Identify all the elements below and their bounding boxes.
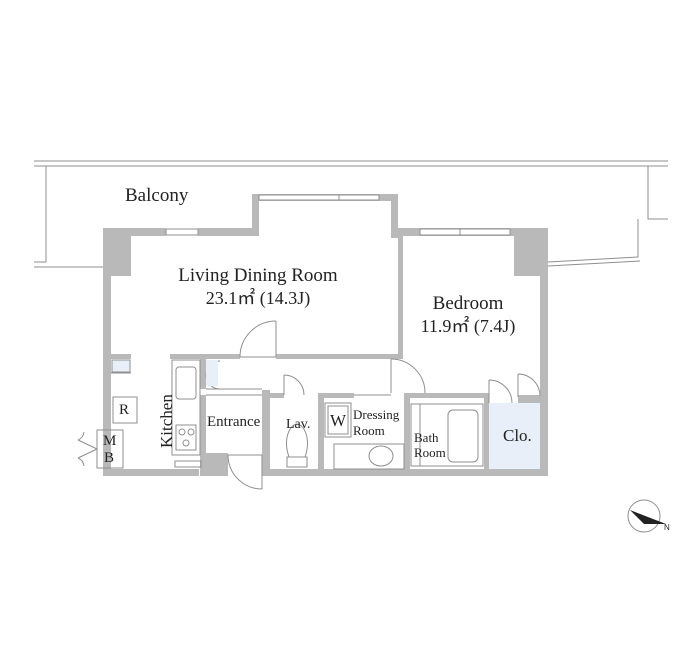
kitchen-label: Kitchen: [157, 394, 176, 448]
toilet: [286, 423, 308, 468]
washer-label: W: [330, 411, 347, 430]
bedroom-label: Bedroom: [432, 293, 504, 314]
kitchen-counter: [111, 359, 218, 468]
fridge-label: R: [119, 402, 130, 418]
bath-room-label-line1: Bath: [414, 430, 439, 445]
closet-label: Clo.: [503, 426, 532, 445]
bath-room-label-line2: Room: [414, 445, 446, 460]
bedroom-area: 11.9㎡ (7.4J): [420, 316, 516, 336]
fridge-box: [112, 396, 138, 424]
svg-text:N: N: [664, 523, 670, 532]
balcony-outline: [34, 160, 668, 268]
living-dining-room-label: Living Dining Room: [178, 265, 338, 286]
entrance-label: Entrance: [207, 414, 261, 430]
windows: [165, 194, 511, 236]
closet-area: [489, 403, 540, 469]
balcony-label: Balcony: [125, 185, 189, 206]
washing-machine: [324, 402, 352, 438]
bathtub: [410, 403, 484, 467]
dressing-room-label-line1: Dressing: [353, 407, 400, 422]
mb-closet: [77, 429, 124, 469]
compass-icon: N: [627, 499, 670, 533]
living-dining-room-area: 23.1㎡ (14.3J): [205, 288, 311, 308]
mb-label-m: M: [103, 433, 117, 449]
mb-label-b: B: [104, 450, 115, 466]
washbasin: [333, 443, 405, 470]
lavatory-label: Lav.: [286, 417, 311, 432]
dressing-room-label-line2: Room: [353, 423, 385, 438]
